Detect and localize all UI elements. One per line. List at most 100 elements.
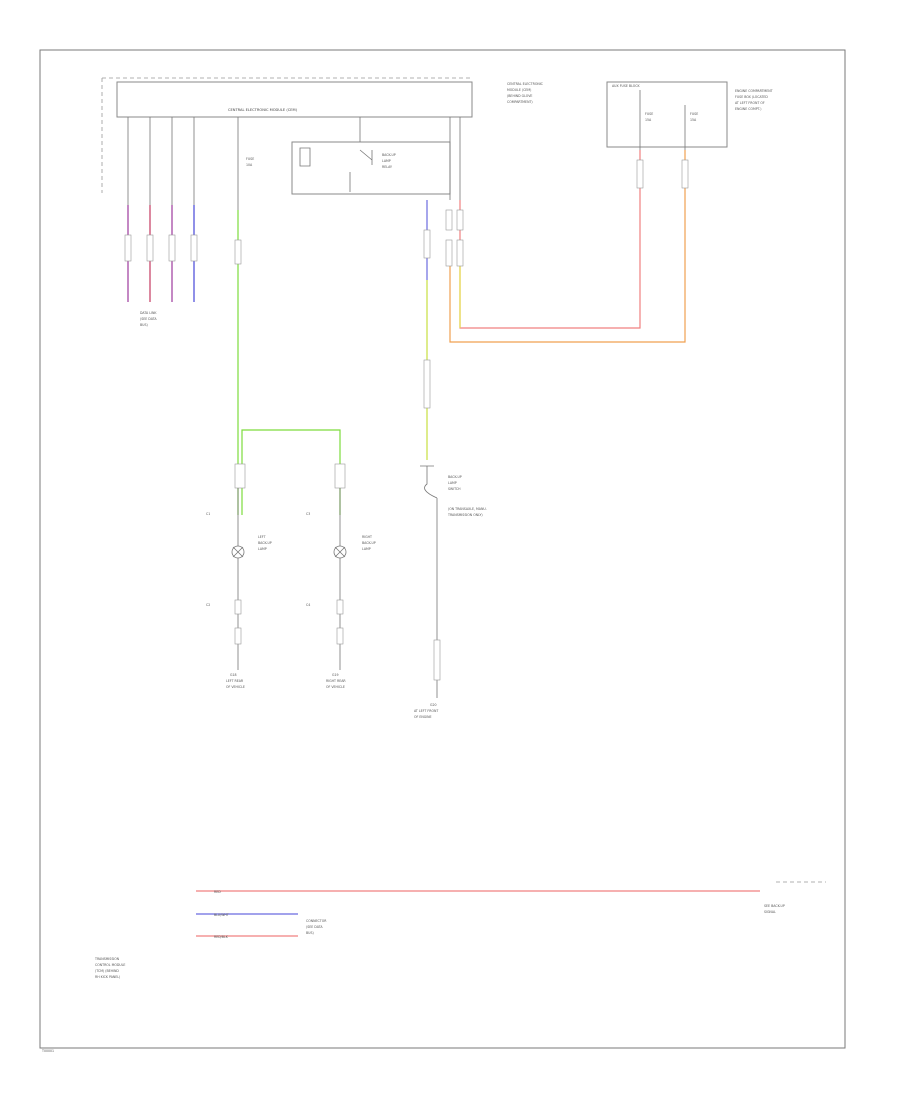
- green-connector-1: [234, 239, 242, 265]
- relay-box: [291, 141, 451, 195]
- diagram-frame: [39, 49, 846, 1049]
- left-ground-label: G18 LEFT REAR OF VEHICLE: [226, 673, 245, 689]
- svg-text:LAMP: LAMP: [382, 159, 391, 163]
- feed-connector-1: [445, 209, 453, 231]
- svg-text:C4: C4: [306, 603, 310, 607]
- feed-connector-3: [445, 239, 453, 267]
- svg-text:LAMP: LAMP: [258, 547, 267, 551]
- fuse-box: [606, 81, 728, 148]
- fuse-left-label: FUSE 10A: [246, 157, 254, 167]
- svg-text:BUS): BUS): [306, 931, 314, 935]
- feed-connector-2: [456, 209, 464, 231]
- svg-text:RED/BLK: RED/BLK: [214, 935, 229, 939]
- svg-text:TRANSMISSION: TRANSMISSION: [94, 957, 120, 961]
- svg-text:CONNECTOR: CONNECTOR: [306, 919, 327, 923]
- svg-text:(TCM) (BEHIND: (TCM) (BEHIND: [95, 969, 119, 973]
- svg-text:C1: C1: [206, 512, 210, 516]
- green-wire: [237, 210, 341, 515]
- svg-text:SIGNAL: SIGNAL: [764, 910, 776, 914]
- svg-text:BLU/WHT: BLU/WHT: [214, 913, 229, 917]
- backup-switch: [420, 465, 441, 698]
- svg-text:BUS): BUS): [140, 323, 148, 327]
- svg-text:C2: C2: [206, 603, 210, 607]
- svg-text:10A: 10A: [246, 163, 253, 167]
- fuse-right-label: FUSE 15A: [690, 112, 698, 122]
- green-connector-3: [334, 463, 346, 489]
- svg-text:FUSE BOX (LOCATED: FUSE BOX (LOCATED: [735, 95, 768, 99]
- left-lamp-circuit: C1 C2: [206, 488, 245, 670]
- svg-text:COMPARTMENT): COMPARTMENT): [507, 100, 533, 104]
- svg-text:SEE BACK-UP: SEE BACK-UP: [764, 904, 785, 908]
- green-connector-2: [234, 463, 246, 489]
- fuse-connector-1: [636, 159, 644, 189]
- left-lamp-label: LEFT BACK-UP LAMP: [258, 535, 272, 551]
- legend-bus-label: CONNECTOR (SEE DATA BUS): [306, 919, 327, 935]
- switch-connector-1: [423, 229, 431, 259]
- cem-note: CENTRAL ELECTRONIC MODULE (CEM) (BEHIND …: [507, 82, 544, 104]
- right-lamp-circuit: C3 C4: [306, 488, 347, 670]
- switch-ground-label: G20 AT LEFT FRONT OF ENGINE: [414, 703, 438, 719]
- svg-text:LAMP: LAMP: [362, 547, 371, 551]
- backup-switch-label: BACK-UP LAMP SWITCH (ON TRANSAXLE, MANU.…: [447, 475, 487, 517]
- central-module-box: [116, 81, 473, 118]
- svg-text:AT LEFT FRONT OF: AT LEFT FRONT OF: [735, 101, 765, 105]
- svg-text:BACK-UP: BACK-UP: [448, 475, 462, 479]
- svg-text:C3: C3: [306, 512, 310, 516]
- fuse-box-title: AUX FUSE BLOCK: [612, 84, 641, 88]
- svg-text:OF VEHICLE: OF VEHICLE: [226, 685, 245, 689]
- fuse-a-label: FUSE 15A: [645, 112, 653, 122]
- svg-text:RIGHT REAR: RIGHT REAR: [326, 679, 346, 683]
- svg-text:15A: 15A: [645, 118, 652, 122]
- svg-text:(BEHIND GLOVE: (BEHIND GLOVE: [507, 94, 532, 98]
- right-ground-label: G19 RIGHT REAR OF VEHICLE: [326, 673, 346, 689]
- svg-text:SWITCH: SWITCH: [448, 487, 461, 491]
- relay-label: BACK-UP LAMP RELAY: [382, 153, 396, 169]
- svg-text:CENTRAL ELECTRONIC: CENTRAL ELECTRONIC: [507, 82, 544, 86]
- fuse-box-note: ENGINE COMPARTMENT FUSE BOX (LOCATED AT …: [735, 89, 773, 111]
- svg-text:CONTROL MODULE: CONTROL MODULE: [95, 963, 125, 967]
- svg-text:BACK-UP: BACK-UP: [258, 541, 272, 545]
- switch-connector-2: [423, 359, 431, 409]
- svg-text:TRANSMISSION ONLY): TRANSMISSION ONLY): [447, 513, 483, 517]
- svg-text:LAMP: LAMP: [448, 481, 457, 485]
- svg-text:FUSE: FUSE: [690, 112, 698, 116]
- svg-text:(SEE DATA: (SEE DATA: [140, 317, 157, 321]
- svg-text:LEFT REAR: LEFT REAR: [226, 679, 244, 683]
- svg-text:RED: RED: [214, 890, 221, 894]
- svg-text:G18: G18: [230, 673, 237, 677]
- red-wire-feed: [459, 150, 641, 329]
- connector-left-label: DATA LINK (SEE DATA BUS): [140, 311, 157, 327]
- relay-coil: [299, 147, 373, 192]
- svg-text:OF VEHICLE: OF VEHICLE: [326, 685, 345, 689]
- svg-text:ENGINE COMPARTMENT: ENGINE COMPARTMENT: [735, 89, 773, 93]
- svg-text:15A: 15A: [690, 118, 697, 122]
- fuse-connector-2: [681, 159, 689, 189]
- svg-text:OF ENGINE: OF ENGINE: [414, 715, 432, 719]
- svg-text:ENGINE COMPT.): ENGINE COMPT.): [735, 107, 761, 111]
- legend: RED BLU/WHT RED/BLK: [196, 881, 826, 939]
- orange-wire-feed: [449, 150, 686, 343]
- svg-text:RELAY: RELAY: [382, 165, 392, 169]
- legend-right-label: SEE BACK-UP SIGNAL: [764, 904, 785, 914]
- right-lamp-label: RIGHT BACK-UP LAMP: [362, 535, 376, 551]
- svg-text:MODULE (CEM): MODULE (CEM): [507, 88, 531, 92]
- svg-text:AT LEFT FRONT: AT LEFT FRONT: [414, 709, 438, 713]
- svg-text:G20: G20: [430, 703, 437, 707]
- svg-text:RIGHT: RIGHT: [362, 535, 372, 539]
- svg-text:LEFT: LEFT: [258, 535, 266, 539]
- svg-text:BACK-UP: BACK-UP: [362, 541, 376, 545]
- svg-text:DATA LINK: DATA LINK: [140, 311, 157, 315]
- legend-tcm-label: TRANSMISSION CONTROL MODULE (TCM) (BEHIN…: [94, 957, 125, 979]
- feed-connector-4: [456, 239, 464, 267]
- svg-text:RH KICK PANEL): RH KICK PANEL): [95, 975, 120, 979]
- svg-text:BACK-UP: BACK-UP: [382, 153, 396, 157]
- svg-text:G19: G19: [332, 673, 339, 677]
- svg-text:FUSE: FUSE: [246, 157, 254, 161]
- svg-text:(ON TRANSAXLE, MANU.: (ON TRANSAXLE, MANU.: [448, 507, 487, 511]
- svg-text:(SEE DATA: (SEE DATA: [306, 925, 323, 929]
- central-module-label: CENTRAL ELECTRONIC MODULE (CEM): [228, 108, 298, 112]
- svg-text:FUSE: FUSE: [645, 112, 653, 116]
- page-ref: T00001: [41, 1049, 54, 1053]
- connector-bundle-left: [124, 117, 198, 302]
